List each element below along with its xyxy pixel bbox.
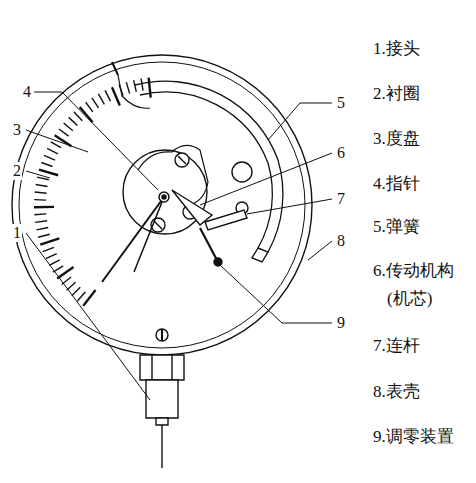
part-name: 1.接头 <box>372 40 421 59</box>
callout-number: 9 <box>336 314 346 332</box>
callout-number: 5 <box>336 94 346 112</box>
callout-number: 3 <box>12 121 22 139</box>
scale-tick <box>34 199 46 201</box>
scale-tick <box>77 292 85 301</box>
part-name: 8.表壳 <box>372 383 421 402</box>
scale-tick <box>51 142 61 148</box>
scale-tick <box>49 260 60 266</box>
scale-tick <box>98 94 104 104</box>
callout-number: 8 <box>336 232 346 250</box>
scale-tick <box>105 90 110 101</box>
scale-tick <box>38 234 50 237</box>
scale-tick <box>69 117 78 125</box>
cutaway-edge <box>118 75 150 108</box>
part-name: 6.传动机构 <box>372 262 455 281</box>
scale-tick <box>36 185 48 187</box>
scale-tick <box>36 228 48 230</box>
sector-gear <box>172 190 212 225</box>
scale-tick <box>39 170 58 176</box>
scale-tick <box>35 192 47 193</box>
scale-tick <box>64 123 73 131</box>
callout-number: 4 <box>22 83 32 101</box>
scale-tick <box>46 254 57 259</box>
part-name: (机芯) <box>386 290 433 309</box>
scale-tick <box>34 213 46 215</box>
scale-tick <box>47 148 58 153</box>
link-rod <box>205 210 247 230</box>
callout-number: 6 <box>336 144 346 162</box>
scale-tick <box>86 102 93 112</box>
scale-tick <box>126 82 129 94</box>
scale-tick <box>134 80 137 92</box>
scale-tick <box>43 247 54 251</box>
part-name: 4.指针 <box>372 175 421 194</box>
part-name: 5.弹簧 <box>372 218 421 237</box>
scale-tick <box>40 238 59 244</box>
scale-tick <box>119 84 123 95</box>
scale-tick <box>141 79 143 91</box>
callout-number: 1 <box>12 224 22 242</box>
scale-tick <box>34 206 54 209</box>
scale-tick <box>149 78 151 98</box>
part-name: 9.调零装置 <box>372 428 455 447</box>
hex-nut <box>140 355 184 380</box>
leader-lines <box>26 92 332 400</box>
housing-outline <box>12 55 312 355</box>
scale-tick <box>72 287 80 296</box>
scale-tick <box>92 98 99 108</box>
scale-tick <box>41 162 52 166</box>
lining-ring <box>19 62 305 348</box>
scale-tick <box>74 112 82 121</box>
movement-plate <box>123 150 207 234</box>
callout-number: 7 <box>336 190 346 208</box>
callout-number: 2 <box>12 162 22 180</box>
scale-tick <box>112 87 120 105</box>
part-name: 7.连杆 <box>372 337 421 356</box>
part-name: 2.衬圈 <box>372 85 421 104</box>
scale-tick <box>44 155 55 160</box>
pointer <box>102 197 164 282</box>
part-name: 3.度盘 <box>372 130 421 149</box>
scale-tick <box>59 129 69 136</box>
scale-tick <box>35 221 47 223</box>
thread-fitting <box>146 380 178 418</box>
